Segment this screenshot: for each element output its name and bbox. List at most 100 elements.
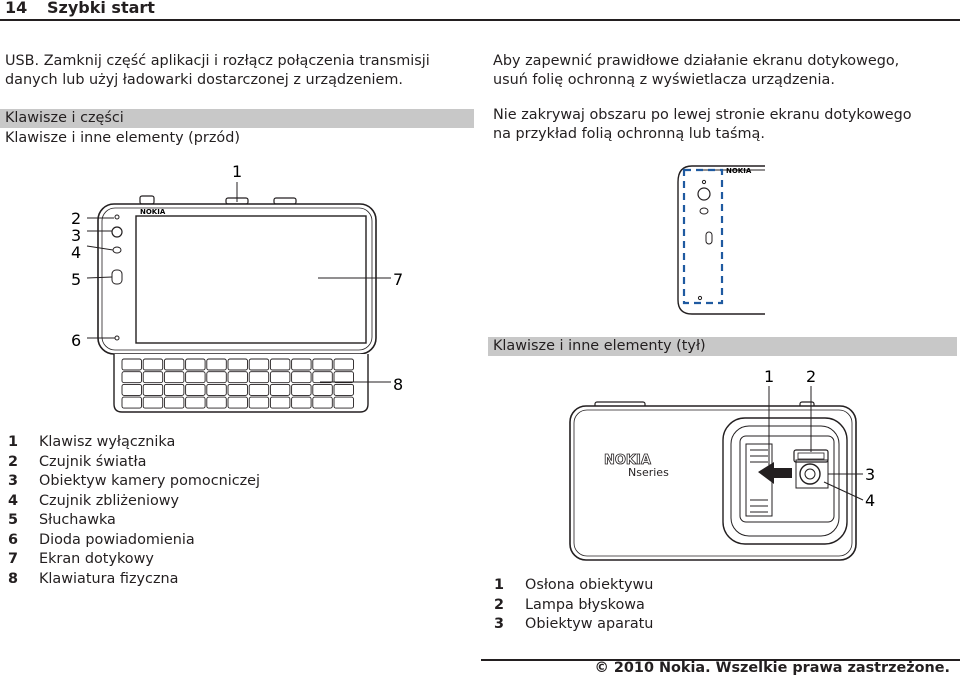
keyboard-key: [227, 371, 248, 384]
keyboard-key: [333, 383, 354, 396]
camera-lens: [799, 463, 821, 485]
page-number: 14: [5, 0, 28, 17]
keyboard-key: [227, 358, 248, 371]
keyboard-key: [121, 383, 142, 396]
screen-care-paragraph: Aby zapewnić prawidłowe działanie ekranu…: [493, 53, 900, 88]
header-rule: [0, 19, 960, 21]
page-header: 14 Szybki start: [0, 0, 960, 26]
section-heading: Klawisze i części: [0, 109, 474, 128]
power-key-shape: [139, 195, 155, 205]
detail-led: [697, 295, 703, 301]
keyboard-key: [185, 358, 206, 371]
keyboard-key: [248, 358, 270, 371]
keyboard-key: [206, 358, 227, 371]
keyboard-key: [269, 358, 291, 371]
back-brand-logo: NOKIA: [604, 453, 651, 468]
keyboard-key: [248, 383, 270, 396]
callout-4: 4: [71, 243, 81, 262]
keyboard-key: [121, 396, 142, 409]
keyboard-key: [291, 396, 312, 409]
device-bezel: [101, 207, 373, 351]
keyboard-key: [269, 396, 291, 409]
keyboard-key: [227, 396, 248, 409]
keyboard-key: [312, 358, 333, 371]
detail-camera: [697, 187, 711, 201]
callout-3: 3: [71, 226, 81, 245]
keyboard-key: [163, 371, 185, 384]
keyboard-key: [312, 396, 333, 409]
callout-6: 6: [71, 331, 81, 350]
keyboard-key: [121, 371, 142, 384]
keyboard-keys: [121, 358, 354, 409]
back-section-heading: Klawisze i inne elementy (tył): [488, 337, 957, 356]
intro-paragraph: USB. Zamknij część aplikacji i rozłącz p…: [5, 52, 430, 90]
back-callout-2: 2: [806, 367, 816, 386]
back-callout-lines: [768, 386, 864, 501]
slide-arrow-icon: [758, 462, 792, 484]
keyboard-key: [333, 358, 354, 371]
do-not-cover-area: [682, 168, 724, 305]
back-device-illustration: NOKIA Nseries 1 2 3 4: [569, 367, 875, 561]
intro-line: danych lub użyj ładowarki dostarczonej z…: [5, 72, 404, 88]
keyboard-key: [333, 371, 354, 384]
front-brand-logo: NOKIA: [140, 208, 166, 216]
footer-rule: [481, 659, 960, 661]
intro-line: USB. Zamknij część aplikacji i rozłącz p…: [5, 53, 430, 69]
keyboard-key: [142, 371, 164, 384]
keyboard-key: [312, 383, 333, 396]
keyboard-key: [291, 371, 312, 384]
detail-light-sensor: [701, 179, 707, 185]
keyboard-key: [269, 383, 291, 396]
front-callout-lines: [86, 182, 391, 383]
detail-earpiece: [705, 231, 713, 245]
keyboard-key: [121, 358, 142, 371]
back-callout-1: 1: [764, 367, 774, 386]
sensor-area-paragraph: Nie zakrywaj obszaru po lewej stronie ek…: [493, 107, 912, 142]
back-callout-3: 3: [865, 465, 875, 484]
keyboard-key: [142, 383, 164, 396]
front-device-illustration: NOKIA 1 2 3 4 5 6 7 8: [71, 162, 403, 413]
lens-cover-grip: [750, 449, 768, 513]
keyboard-key: [142, 358, 164, 371]
keyboard-key: [206, 396, 227, 409]
keyboard-key: [142, 396, 164, 409]
detail-proximity: [699, 207, 709, 215]
callout-7: 7: [393, 270, 403, 289]
touch-screen: [135, 215, 367, 344]
light-sensor: [114, 214, 120, 220]
keyboard-key: [163, 358, 185, 371]
keyboard-key: [312, 371, 333, 384]
callout-8: 8: [393, 375, 403, 394]
keyboard-key: [269, 371, 291, 384]
callout-5: 5: [71, 270, 81, 289]
keyboard-key: [248, 396, 270, 409]
keyboard-key: [206, 371, 227, 384]
keyboard-key: [206, 383, 227, 396]
back-subbrand-logo: Nseries: [628, 466, 669, 479]
keyboard-key: [291, 383, 312, 396]
keyboard-key: [185, 383, 206, 396]
detail-brand-logo: NOKIA: [726, 167, 752, 175]
keyboard-key: [185, 371, 206, 384]
keyboard-key: [333, 396, 354, 409]
callout-1: 1: [232, 162, 242, 181]
keyboard-key: [291, 358, 312, 371]
keyboard-key: [248, 371, 270, 384]
keyboard-key: [227, 383, 248, 396]
lens-cover-slider: [739, 435, 835, 523]
keyboard-key: [163, 396, 185, 409]
front-camera: [111, 226, 123, 238]
subsection-heading: Klawisze i inne elementy (przód): [5, 130, 240, 146]
